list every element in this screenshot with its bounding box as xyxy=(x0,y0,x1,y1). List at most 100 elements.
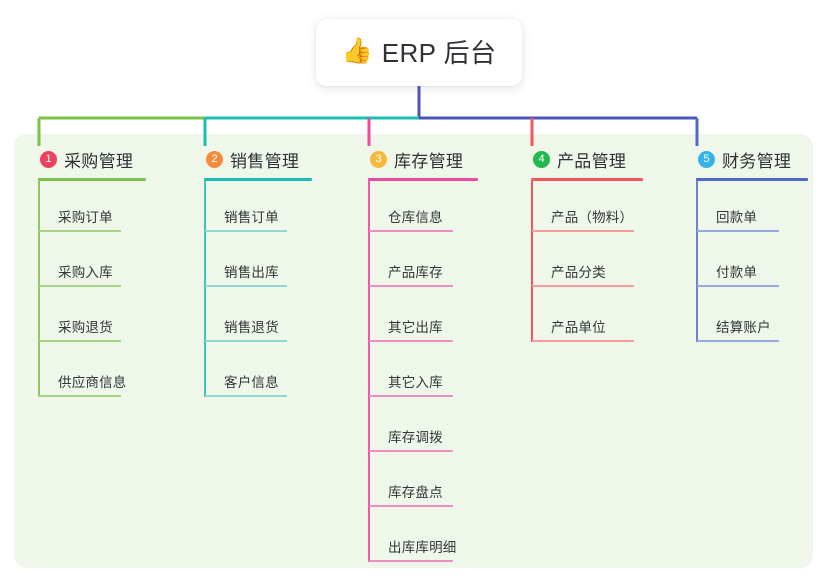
leaf-underline xyxy=(697,230,779,232)
leaf-item[interactable]: 供应商信息 xyxy=(38,346,146,401)
column-rail xyxy=(696,181,698,342)
leaf-item[interactable]: 销售订单 xyxy=(204,181,312,236)
leaf-underline xyxy=(369,395,453,397)
column-title: 库存管理 xyxy=(394,151,464,171)
leaf-item[interactable]: 采购订单 xyxy=(38,181,146,236)
leaf-item[interactable]: 产品库存 xyxy=(368,236,478,291)
leaf-underline xyxy=(532,340,634,342)
leaf-label: 采购订单 xyxy=(58,210,113,225)
leaf-item[interactable]: 销售出库 xyxy=(204,236,312,291)
leaf-item[interactable]: 采购退货 xyxy=(38,291,146,346)
column-title: 采购管理 xyxy=(64,151,134,171)
column-2: 2 销售管理销售订单销售出库销售退货客户信息 xyxy=(204,146,312,401)
number-badge-2: 2 xyxy=(206,150,223,168)
root-node[interactable]: 👍 ERP 后台 xyxy=(316,19,522,86)
number-badge-4: 4 xyxy=(533,150,550,168)
leaf-label: 库存盘点 xyxy=(388,485,443,500)
number-badge-3: 3 xyxy=(370,150,387,168)
leaf-underline xyxy=(39,230,121,232)
column-header-3[interactable]: 3 库存管理 xyxy=(368,146,478,172)
column-5: 5 财务管理回款单付款单结算账户 xyxy=(696,146,808,346)
column-rail xyxy=(38,181,40,397)
number-badge-5: 5 xyxy=(698,150,715,168)
leaf-underline xyxy=(205,395,287,397)
column-title: 财务管理 xyxy=(722,151,792,171)
column-title: 销售管理 xyxy=(230,151,300,171)
leaf-underline xyxy=(369,230,453,232)
column-underline xyxy=(696,178,808,181)
column-underline xyxy=(38,178,146,181)
column-title: 产品管理 xyxy=(557,151,627,171)
leaf-list: 回款单付款单结算账户 xyxy=(696,181,808,346)
leaf-label: 产品库存 xyxy=(388,265,443,280)
leaf-underline xyxy=(532,230,634,232)
column-header-2[interactable]: 2 销售管理 xyxy=(204,146,312,172)
leaf-label: 销售退货 xyxy=(224,320,279,335)
leaf-item[interactable]: 结算账户 xyxy=(696,291,808,346)
leaf-label: 产品（物料） xyxy=(551,210,634,225)
thumbs-up-emoji: 👍 xyxy=(341,37,373,65)
leaf-label: 供应商信息 xyxy=(58,375,127,390)
leaf-underline xyxy=(369,285,453,287)
leaf-list: 采购订单采购入库采购退货供应商信息 xyxy=(38,181,146,401)
diagram-panel xyxy=(14,134,813,568)
leaf-item[interactable]: 产品（物料） xyxy=(531,181,643,236)
column-1: 1 采购管理采购订单采购入库采购退货供应商信息 xyxy=(38,146,146,401)
column-underline xyxy=(531,178,643,181)
column-rail xyxy=(531,181,533,342)
column-rail xyxy=(368,181,370,562)
column-underline xyxy=(368,178,478,181)
leaf-underline xyxy=(205,285,287,287)
leaf-underline xyxy=(39,340,121,342)
column-4: 4 产品管理产品（物料） 产品分类产品单位 xyxy=(531,146,643,346)
leaf-item[interactable]: 客户信息 xyxy=(204,346,312,401)
leaf-item[interactable]: 销售退货 xyxy=(204,291,312,346)
column-3: 3 库存管理仓库信息产品库存其它出库其它入库库存调拨库存盘点出库库明细 xyxy=(368,146,478,566)
leaf-underline xyxy=(369,450,453,452)
leaf-list: 产品（物料） 产品分类产品单位 xyxy=(531,181,643,346)
leaf-list: 仓库信息产品库存其它出库其它入库库存调拨库存盘点出库库明细 xyxy=(368,181,478,566)
column-header-5[interactable]: 5 财务管理 xyxy=(696,146,808,172)
leaf-underline xyxy=(205,340,287,342)
leaf-item[interactable]: 采购入库 xyxy=(38,236,146,291)
leaf-label: 出库库明细 xyxy=(388,540,457,555)
leaf-item[interactable]: 其它出库 xyxy=(368,291,478,346)
leaf-label: 其它入库 xyxy=(388,375,443,390)
leaf-label: 采购入库 xyxy=(58,265,113,280)
leaf-label: 产品分类 xyxy=(551,265,606,280)
column-header-4[interactable]: 4 产品管理 xyxy=(531,146,643,172)
leaf-item[interactable]: 其它入库 xyxy=(368,346,478,401)
leaf-label: 其它出库 xyxy=(388,320,443,335)
leaf-label: 结算账户 xyxy=(716,320,771,335)
leaf-underline xyxy=(369,340,453,342)
leaf-item[interactable]: 出库库明细 xyxy=(368,511,478,566)
leaf-label: 库存调拨 xyxy=(388,430,443,445)
leaf-item[interactable]: 仓库信息 xyxy=(368,181,478,236)
leaf-underline xyxy=(369,560,453,562)
leaf-item[interactable]: 回款单 xyxy=(696,181,808,236)
leaf-list: 销售订单销售出库销售退货客户信息 xyxy=(204,181,312,401)
leaf-underline xyxy=(39,395,121,397)
leaf-underline xyxy=(697,340,779,342)
leaf-underline xyxy=(369,505,453,507)
leaf-item[interactable]: 库存盘点 xyxy=(368,456,478,511)
leaf-underline xyxy=(532,285,634,287)
leaf-label: 销售订单 xyxy=(224,210,279,225)
column-rail xyxy=(204,181,206,397)
leaf-item[interactable]: 产品单位 xyxy=(531,291,643,346)
leaf-item[interactable]: 产品分类 xyxy=(531,236,643,291)
leaf-underline xyxy=(205,230,287,232)
leaf-item[interactable]: 库存调拨 xyxy=(368,401,478,456)
number-badge-1: 1 xyxy=(40,150,57,168)
leaf-label: 销售出库 xyxy=(224,265,279,280)
leaf-label: 客户信息 xyxy=(224,375,279,390)
leaf-label: 产品单位 xyxy=(551,320,606,335)
root-node-content: 👍 ERP 后台 xyxy=(342,33,497,70)
leaf-underline xyxy=(697,285,779,287)
root-title: ERP 后台 xyxy=(381,38,497,68)
leaf-label: 回款单 xyxy=(716,210,758,225)
column-header-1[interactable]: 1 采购管理 xyxy=(38,146,146,172)
leaf-underline xyxy=(39,285,121,287)
leaf-item[interactable]: 付款单 xyxy=(696,236,808,291)
leaf-label: 付款单 xyxy=(716,265,758,280)
